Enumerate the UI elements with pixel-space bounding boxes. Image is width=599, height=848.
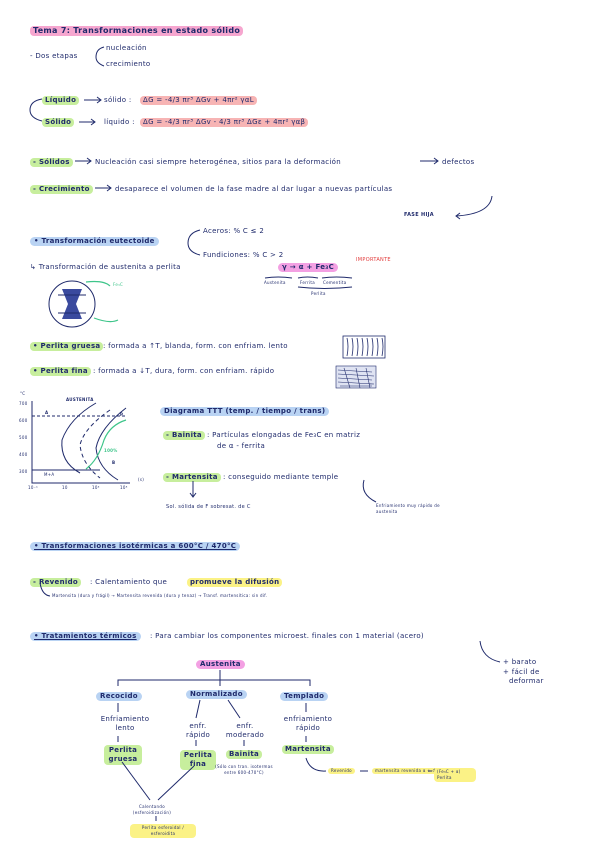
importante-note: IMPORTANTE <box>356 257 391 263</box>
fe3c-pointer <box>85 280 111 287</box>
isotermicas-label: • Transformaciones isotérmicas a 600°C /… <box>30 542 241 551</box>
crecimiento-text: crecimiento <box>106 60 151 68</box>
aceros-text: Aceros: % C ≤ 2 <box>203 227 265 235</box>
tree-revenido: Revenido <box>328 768 355 774</box>
ttt-green-curve <box>85 419 127 470</box>
ttt-xunit: (s) <box>138 477 145 482</box>
liquido-equation: ΔG = -4/3 πr³ ΔGv + 4πr² γαL <box>140 96 257 105</box>
ttt-ytick-600: 600 <box>19 418 28 423</box>
ttt-curve-start <box>61 402 97 474</box>
arrow-fase-hija <box>455 195 493 217</box>
tree-bainita: Bainita <box>226 750 263 759</box>
page-title: Tema 7: Transformaciones en estado sólid… <box>30 26 244 36</box>
ttt-ytick-500: 500 <box>19 435 28 440</box>
revenido-sub: Martensita (dura y frágil) → Martensita … <box>52 593 268 598</box>
bainita-tag: - Bainita <box>163 431 205 440</box>
tree-mart-revenida: martensita revenida α + dureza <box>372 768 451 774</box>
sub-perlita: Perlita <box>311 291 326 296</box>
perlita-gruesa-icon <box>342 335 386 359</box>
tree-enf-moderado: enfr. moderado <box>225 722 265 739</box>
fase-hija-note: FASE HIJA <box>404 212 434 218</box>
ttt-xtick-1: 10 <box>62 485 68 490</box>
ttt-a: A <box>45 410 49 415</box>
eutectoide-label: • Transformación eutectoide <box>30 237 159 246</box>
ttt-100: 100% <box>104 448 118 453</box>
tree-calentando: Calentando (esferoidización) <box>132 804 172 815</box>
ttt-austenita-label: AUSTENITA <box>66 397 94 402</box>
tree-austenita: Austenita <box>196 660 245 669</box>
tree-recocido: Recocido <box>96 692 142 701</box>
note-barato: + barato <box>503 658 537 666</box>
liquido-solido-brace <box>29 98 43 122</box>
tratamientos-text: : Para cambiar los componentes microest.… <box>150 632 424 640</box>
ttt-xtick-0: 10⁻¹ <box>28 485 39 490</box>
perlita-gruesa-tag: • Perlita gruesa <box>30 342 104 351</box>
ttt-ytick-700: 700 <box>19 401 28 406</box>
perlita-fina-icon <box>335 365 377 389</box>
ttt-ytick-400: 400 <box>19 452 28 457</box>
ttt-ylabel: °C <box>20 391 26 396</box>
solidos-text: Nucleación casi siempre heterogénea, sit… <box>95 158 341 166</box>
perlita-gruesa-text: : formada a ↑T, blanda, form. con enfria… <box>103 342 288 350</box>
tratamientos-label: • Tratamientos térmicos <box>30 632 141 641</box>
crecimiento-tag: - Crecimiento <box>30 185 93 194</box>
tree-enf-lento: Enfriamiento lento <box>100 715 150 732</box>
ttt-p: P <box>120 412 124 417</box>
tree-martensita: Martensita <box>282 745 334 754</box>
martensita-sub: Sol. sólida de F sobresat. de C <box>166 504 251 510</box>
note-deformar: deformar <box>509 677 544 685</box>
sub-austenita: Austenita <box>264 280 286 285</box>
ttt-xtick-2: 10³ <box>92 485 100 490</box>
bainita-text-2: de α - ferrita <box>217 442 266 450</box>
liquido-tag: Líquido <box>42 96 80 105</box>
tree-templado: Templado <box>280 692 329 701</box>
etapas-brace <box>95 46 105 67</box>
tree-enf-rapido: enfr. rápido <box>185 722 211 739</box>
solido-to-liquido: líquido : <box>104 118 135 126</box>
revenido-tag: - Revenido <box>30 578 81 587</box>
tree-fe3c: (Fe₃C + α) Perlita <box>434 768 476 782</box>
tree-perlita-gruesa: Perlita gruesa <box>104 745 142 765</box>
eutectoide-brace <box>187 229 201 256</box>
martensita-text: : conseguido mediante temple <box>223 473 339 481</box>
revenido-highlight: promueve la difusión <box>187 578 283 587</box>
tree-perlita-fina: Perlita fina <box>180 750 216 770</box>
defectos-text: defectos <box>442 158 475 166</box>
solido-equation: ΔG = -4/3 πr³ ΔGv - 4/3 πr³ ΔGε + 4πr² γ… <box>140 118 309 127</box>
tree-enf-templado: enfriamiento rápido <box>283 715 333 732</box>
sub-cementita: Cementita <box>323 280 347 285</box>
tree-bainita-note: (Sólo con tran. isotermas entre 600-470°… <box>215 764 273 775</box>
crecimiento-line-text: desaparece el volumen de la fase madre a… <box>115 185 393 193</box>
nucleus-shape <box>58 289 86 319</box>
solidos-tag: - Sólidos <box>30 158 73 167</box>
ttt-curve-50 <box>79 409 111 479</box>
nucleacion-text: nucleación <box>106 44 147 52</box>
fe3c-label: Fe₃C <box>113 282 124 287</box>
diagrama-title: Diagrama TTT (temp. / tiempo / trans) <box>160 407 330 416</box>
sub-ferrita: Ferrita <box>300 280 315 285</box>
solido-tag: Sólido <box>42 118 75 127</box>
note-facil: + fácil de <box>503 668 540 676</box>
etapas-label: - Dos etapas <box>30 52 78 60</box>
martensita-tag: - Martensita <box>163 473 221 482</box>
eutectoide-equation: γ → α + Fe₃C <box>278 263 339 272</box>
perlita-fina-tag: • Perlita fina <box>30 367 91 376</box>
austenita-perlita-text: ↳ Transformación de austenita a perlita <box>30 263 181 271</box>
nucleation-circle <box>48 280 96 328</box>
perlita-underbrace <box>297 286 353 289</box>
ttt-ytick-300: 300 <box>19 469 28 474</box>
perlita-fina-text: : formada a ↓T, dura, form. con enfriam.… <box>93 367 275 375</box>
ttt-ms: M+A <box>44 472 55 477</box>
fundiciones-text: Fundiciones: % C > 2 <box>203 251 284 259</box>
martensita-note: Enfriamiento muy rápido de austenita <box>376 503 440 514</box>
tree-esferoidal: Perlita esferoidal / esferoidita <box>130 824 196 838</box>
tree-normalizado: Normalizado <box>186 690 247 699</box>
ttt-curve-end <box>95 407 127 481</box>
bainita-text: : Partículas elongadas de Fe₃C en matriz <box>207 431 361 439</box>
revenido-text: : Calentamiento que <box>90 578 168 586</box>
liquido-to-solido: sólido : <box>104 96 132 104</box>
ttt-xtick-3: 10⁵ <box>120 485 128 490</box>
ttt-b: B <box>112 460 116 465</box>
